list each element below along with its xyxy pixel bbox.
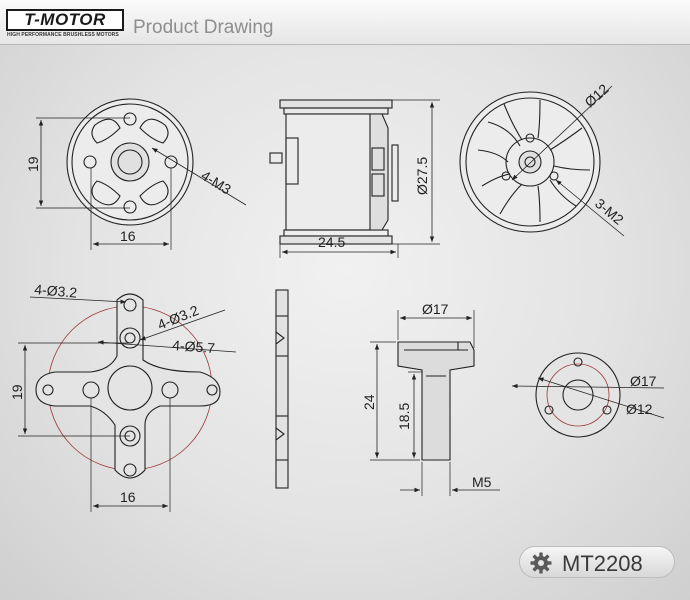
motor-top-view	[459, 85, 625, 237]
model-name: MT2208	[562, 551, 643, 576]
side-length-label: 24.5	[318, 234, 345, 250]
ring-inner-label: Ø12	[626, 401, 653, 417]
ring-outer-label: Ø17	[630, 373, 657, 389]
adapter-thread-label: M5	[472, 474, 492, 490]
prop-adapter-view	[370, 310, 500, 496]
mount-holes-label: 4-Ø3.2	[34, 281, 78, 301]
side-diameter-label: Ø27.5	[414, 157, 430, 195]
x-mount-front-view	[18, 293, 237, 512]
x-mount-side-view	[275, 289, 289, 489]
base-height-label: 19	[25, 156, 41, 172]
mount-center-label: 4-Ø5.7	[172, 337, 216, 356]
mount-width-label: 16	[120, 489, 136, 505]
adapter-height-label: 24	[361, 394, 377, 410]
logo-tagline: HIGH PERFORMANCE BRUSHLESS MOTORS	[7, 32, 119, 38]
motor-side-view	[269, 99, 440, 258]
logo-text: T-MOTOR	[24, 10, 106, 29]
header-bar: T-MOTOR HIGH PERFORMANCE BRUSHLESS MOTOR…	[0, 0, 690, 45]
page-title: Product Drawing	[133, 17, 274, 38]
base-holes-label: 4-M3	[198, 167, 234, 198]
gear-icon	[530, 552, 552, 574]
adapter-diameter-label: Ø17	[422, 301, 449, 317]
adapter-ring-view	[511, 352, 665, 438]
mount-height-label: 19	[9, 384, 25, 400]
model-badge[interactable]: MT2208	[519, 546, 675, 578]
mount-inner-holes-label: 4-Ø3.2	[155, 302, 201, 333]
top-diameter-label: Ø12	[581, 80, 612, 110]
motor-base-view	[36, 98, 247, 250]
tmotor-logo[interactable]: T-MOTOR	[6, 9, 124, 31]
adapter-shaft-label: 18.5	[396, 403, 412, 430]
top-holes-label: 3-M2	[592, 195, 627, 228]
base-width-label: 16	[120, 228, 136, 244]
